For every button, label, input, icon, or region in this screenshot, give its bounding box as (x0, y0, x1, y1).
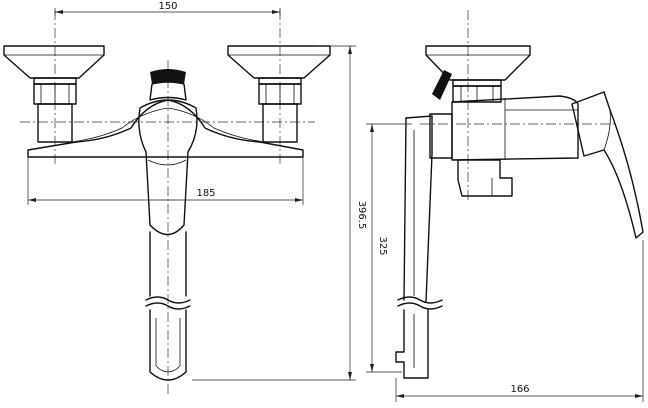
front-lever (138, 69, 198, 236)
dimension-spout-height: 325 (377, 236, 388, 255)
dimension-side-depth: 166 (510, 384, 529, 395)
side-body (451, 95, 579, 161)
left-handle (3, 45, 105, 143)
side-lever (571, 91, 644, 239)
dimension-top-width: 150 (158, 1, 177, 12)
dimension-total-height: 396.5 (356, 201, 367, 230)
right-handle (227, 45, 331, 143)
side-spout (395, 115, 443, 379)
dimension-bracket-width: 185 (196, 188, 215, 199)
wall-bracket (429, 113, 453, 159)
diverter (457, 159, 513, 197)
front-spout (145, 231, 191, 381)
front-view: 150 185 396.5 (3, 1, 367, 395)
side-handle (425, 45, 531, 103)
side-view: 325 166 (366, 10, 644, 402)
